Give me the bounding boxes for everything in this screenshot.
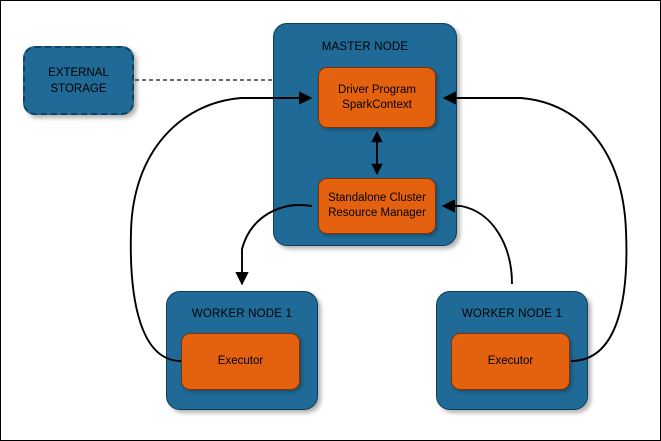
cluster-manager-label: Standalone Cluster Resource Manager (328, 191, 426, 221)
worker-node-left-executor-label: Executor (217, 355, 264, 367)
driver-program-line1: Driver Program (338, 83, 416, 96)
driver-program-box[interactable]: Driver Program SparkContext (318, 67, 436, 128)
driver-program-label: Driver Program SparkContext (338, 83, 416, 113)
driver-program-line2: SparkContext (342, 98, 412, 111)
cluster-manager-box[interactable]: Standalone Cluster Resource Manager (318, 178, 436, 234)
external-storage-label: EXTERNAL STORAGE (25, 65, 132, 97)
cluster-manager-line1: Standalone Cluster (328, 192, 426, 204)
worker-node-right-executor-label: Executor (487, 355, 534, 367)
worker-node-right-executor[interactable]: Executor (451, 333, 570, 390)
worker-node-right-title: WORKER NODE 1 (461, 308, 563, 320)
external-storage-label-line2: STORAGE (50, 82, 107, 95)
worker-node-left-title: WORKER NODE 1 (191, 308, 293, 320)
external-storage-label-line1: EXTERNAL (48, 66, 109, 79)
external-storage-node[interactable]: EXTERNAL STORAGE (23, 46, 134, 115)
cluster-manager-line2: Resource Manager (328, 207, 426, 219)
master-node-title: MASTER NODE (321, 41, 409, 53)
worker-node-left-executor[interactable]: Executor (181, 333, 300, 390)
